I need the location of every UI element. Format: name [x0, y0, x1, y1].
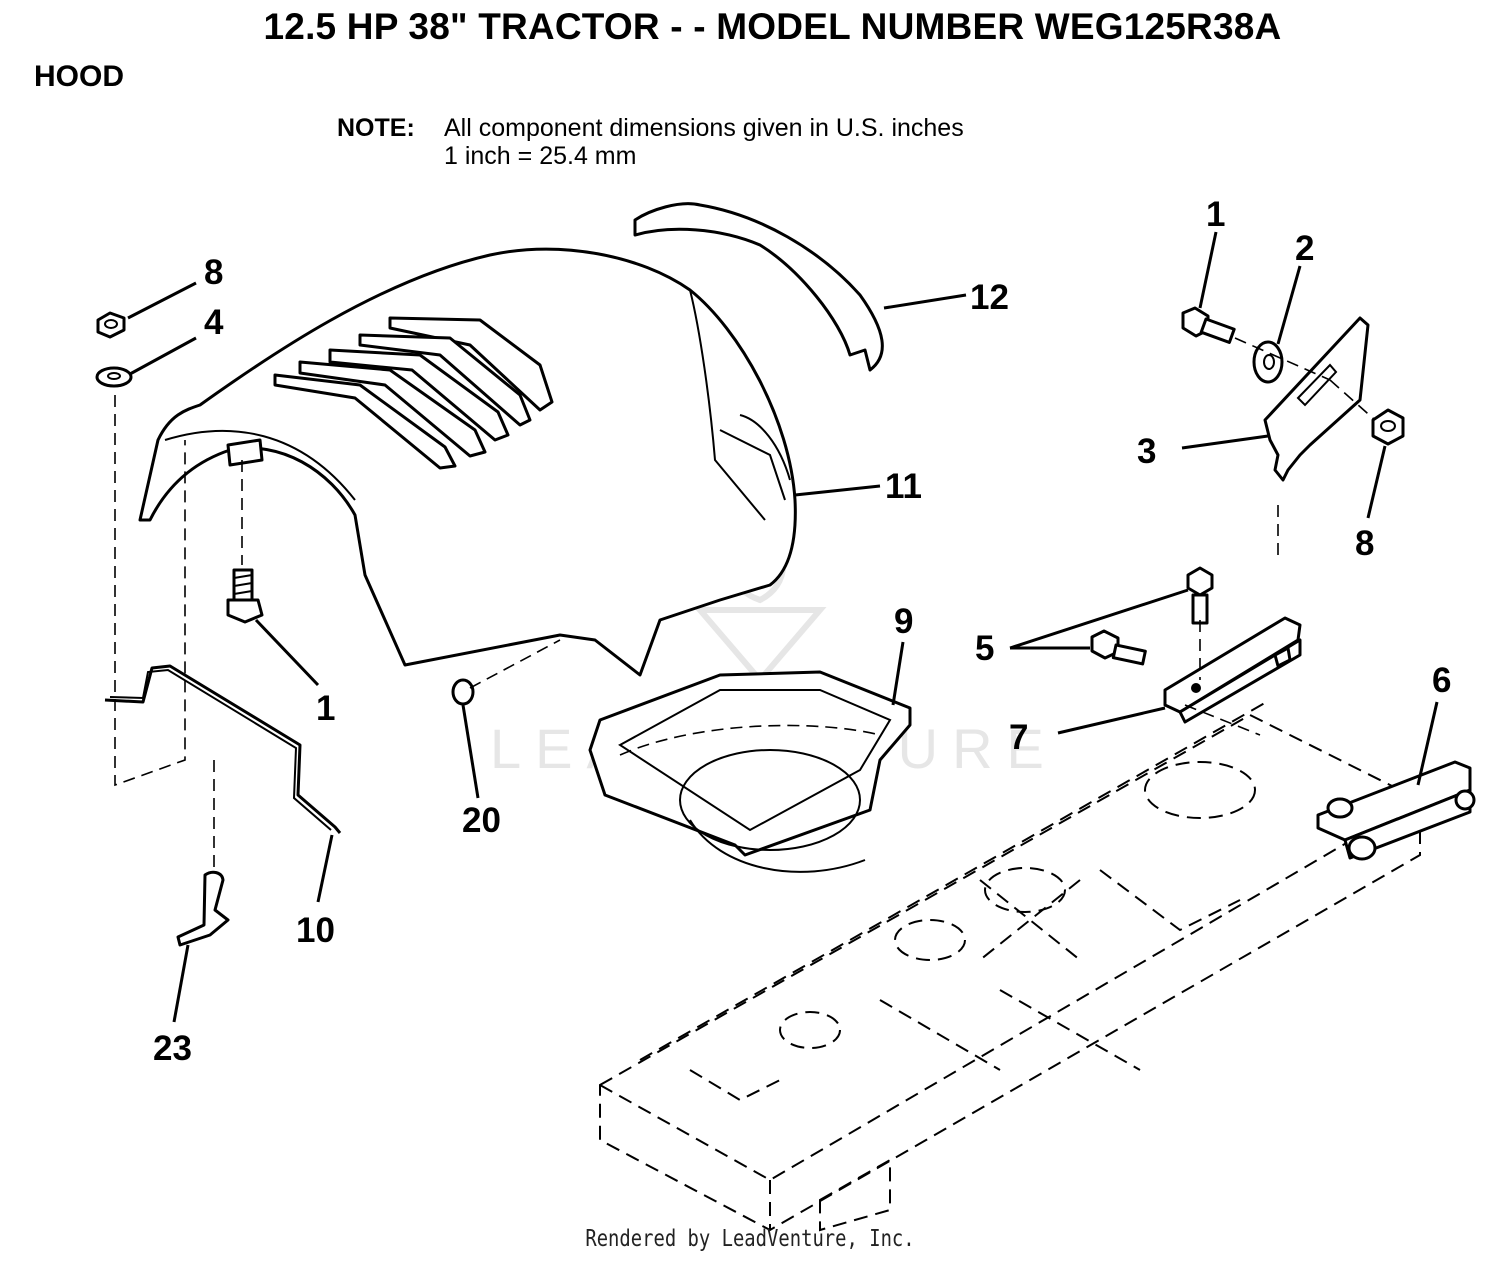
- callout-1-right: 1: [1206, 195, 1225, 234]
- callout-1-left: 1: [316, 689, 335, 728]
- tractor-frame: [599, 699, 1421, 1232]
- clamp-part-23: [176, 870, 230, 947]
- assembly-lines-left: [114, 395, 243, 870]
- note-label: NOTE:: [337, 114, 415, 142]
- bracket-part-6: [1316, 760, 1476, 861]
- hood-part-11: [138, 247, 797, 677]
- note-line-1: All component dimensions given in U.S. i…: [444, 114, 964, 142]
- bracket-part-3: [1263, 316, 1370, 482]
- plug-part-20: [451, 639, 561, 706]
- nut-part-8-left: [96, 311, 126, 339]
- bolt-part-1-right: [1181, 306, 1236, 344]
- dash-part-9: [588, 670, 912, 873]
- callout-8-left: 8: [204, 253, 223, 292]
- callout-5: 5: [975, 629, 994, 668]
- callout-7: 7: [1009, 718, 1028, 757]
- bolts-part-5: [1090, 566, 1214, 666]
- callouts: 8 4 12 1 2 3 8 11 1 9 5 6 7 20 10 23: [153, 195, 1451, 1068]
- bracket-part-7: [1163, 616, 1302, 724]
- note-line-2: 1 inch = 25.4 mm: [444, 142, 637, 170]
- section-title: HOOD: [34, 60, 124, 93]
- callout-2: 2: [1295, 229, 1314, 268]
- assembly-line-part-7: [1184, 704, 1261, 736]
- washer-part-4: [95, 366, 133, 388]
- callout-8-right: 8: [1355, 524, 1374, 563]
- callout-3: 3: [1137, 432, 1156, 471]
- callout-10: 10: [296, 911, 335, 950]
- washer-part-2: [1252, 340, 1284, 384]
- footer-credit: Rendered by LeadVenture, Inc.: [585, 1226, 915, 1252]
- nut-part-8-right: [1371, 408, 1405, 446]
- callout-6: 6: [1432, 661, 1451, 700]
- brace-rod-part-10: [104, 664, 342, 834]
- leader-lines: [127, 231, 1439, 1023]
- callout-12: 12: [970, 278, 1009, 317]
- callout-23: 23: [153, 1029, 192, 1068]
- callout-11: 11: [885, 467, 922, 506]
- dimension-note: NOTE: All component dimensions given in U…: [337, 114, 964, 170]
- bolt-part-1-left: [226, 568, 264, 624]
- callout-9: 9: [894, 602, 913, 641]
- assembly-line-right-top: [1234, 337, 1376, 421]
- callout-4: 4: [204, 303, 224, 342]
- diagram-title: 12.5 HP 38" TRACTOR - - MODEL NUMBER WEG…: [263, 6, 1282, 47]
- hood-insert-part-12: [633, 202, 884, 372]
- callout-20: 20: [462, 801, 501, 840]
